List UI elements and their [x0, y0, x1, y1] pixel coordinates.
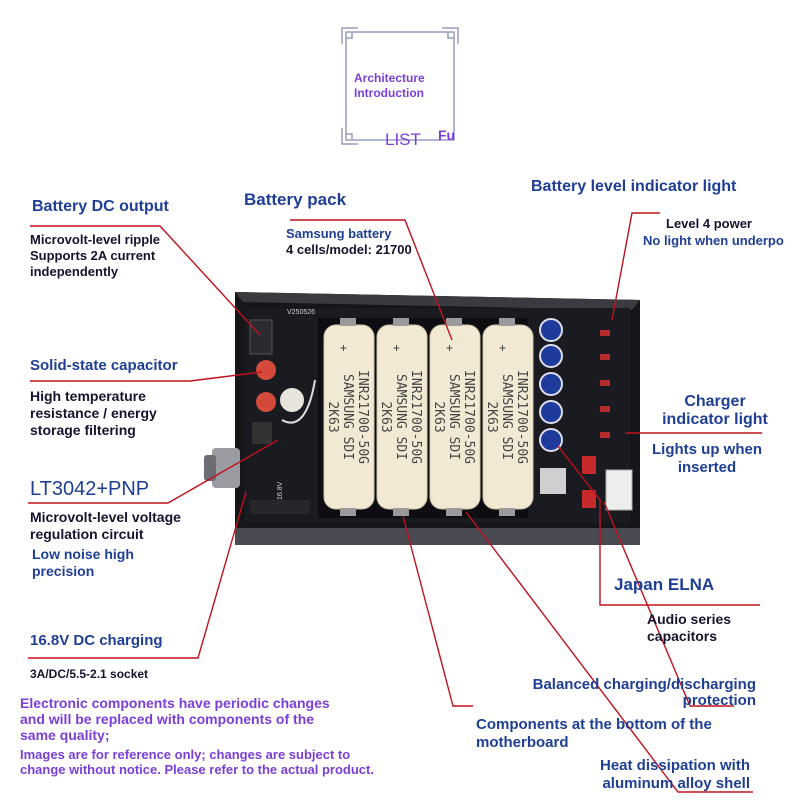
- fu-label: Fu: [438, 127, 456, 143]
- cell-label: INR21700-50G SAMSUNG SDI 2K63: [325, 370, 370, 464]
- charger-light-title: Charger indicator light: [655, 393, 775, 429]
- charger-light-line2: inserted: [677, 459, 737, 476]
- cell-code: 2K63: [484, 401, 499, 432]
- lt3042-line3: Low noise high: [32, 546, 134, 562]
- balanced-line1: Balanced charging/discharging: [532, 676, 756, 693]
- elna-title: Japan ELNA: [614, 575, 715, 594]
- pcb-voltage: 16.8V: [277, 481, 284, 500]
- dc-output-line3: independently: [30, 264, 119, 279]
- board-id: V250526: [287, 309, 315, 316]
- decorative-frame: [341, 27, 459, 145]
- charging-title: 16.8V DC charging: [30, 632, 163, 649]
- cell-label: INR21700-50G SAMSUNG SDI 2K63: [484, 370, 529, 464]
- notice-line1: Electronic components have periodic chan…: [20, 695, 330, 711]
- level-light-title: Battery level indicator light: [531, 178, 737, 195]
- output-switch: [582, 456, 596, 474]
- balanced-line2: protection: [682, 692, 756, 709]
- level-light-line1-text: Level 4 power: [666, 216, 752, 231]
- lt3042-line4: precision: [32, 563, 95, 579]
- architecture-title: Architecture Introduction: [354, 71, 425, 101]
- heat-line2: aluminum alloy shell: [602, 775, 750, 792]
- lt3042-precision: Low noise high precision: [32, 546, 134, 580]
- heat-line1: Heat dissipation with: [599, 757, 750, 774]
- cell-code: 2K63: [431, 401, 446, 432]
- svg-text:+: +: [499, 341, 506, 355]
- capacitor-line1: High temperature: [30, 388, 146, 404]
- charger-light-line1: Lights up when: [652, 441, 762, 458]
- lt3042-description: Microvolt-level voltage regulation circu…: [30, 509, 181, 543]
- cell-code: 2K63: [378, 401, 393, 432]
- capacitor-title: Solid-state capacitor: [30, 357, 178, 374]
- level-light-line1: Level 4 power: [666, 216, 752, 232]
- battery-cells: [318, 318, 534, 518]
- architecture-title-line1: Architecture: [354, 71, 425, 85]
- solid-capacitor: [256, 392, 276, 412]
- battery-pack-line1: Samsung battery: [286, 226, 392, 241]
- output-switch: [582, 490, 596, 508]
- bottom-components-line2: motherboard: [476, 734, 569, 751]
- elna-line1: Audio series: [647, 611, 732, 627]
- dc-output-connector: [249, 319, 273, 355]
- elna-capacitors: [539, 318, 563, 452]
- notice-line5: change without notice. Please refer to t…: [20, 762, 374, 777]
- charger-light-title-line2: indicator light: [662, 411, 768, 428]
- lt3042-line2: regulation circuit: [30, 526, 144, 542]
- charger-light-description: Lights up when inserted: [640, 441, 774, 477]
- notice-disclaimer: Images are for reference only; changes a…: [20, 747, 374, 777]
- cell-label: INR21700-50G SAMSUNG SDI 2K63: [431, 370, 476, 464]
- battery-pack-title: Battery pack: [244, 190, 347, 209]
- indicator-leds: [600, 330, 610, 438]
- dc-charging-socket: [212, 448, 240, 488]
- svg-text:+: +: [446, 341, 453, 355]
- dc-output-line2: Supports 2A current: [30, 248, 156, 263]
- notice-line4: Images are for reference only; changes a…: [20, 747, 351, 762]
- cell-model: INR21700-50G: [461, 370, 476, 464]
- capacitor-line3: storage filtering: [30, 422, 136, 438]
- elna-line2: capacitors: [647, 628, 718, 644]
- bottom-components-line1: Components at the bottom of the: [476, 716, 712, 733]
- capacitor-description: High temperature resistance / energy sto…: [30, 388, 157, 439]
- notice-line3: same quality;: [20, 727, 110, 743]
- lt3042-line1: Microvolt-level voltage: [30, 509, 181, 525]
- elna-description: Audio series capacitors: [647, 611, 731, 645]
- bottom-components: Components at the bottom of the motherbo…: [476, 716, 712, 752]
- svg-text:+: +: [340, 341, 347, 355]
- charging-socket: 3A/DC/5.5-2.1 socket: [30, 667, 149, 681]
- level-light-line2: No light when underpo: [643, 233, 784, 248]
- battery-pack-description: Samsung battery 4 cells/model: 21700: [286, 226, 412, 258]
- balanced-protection: Balanced charging/discharging protection: [506, 677, 756, 709]
- architecture-title-line2: Introduction: [354, 86, 424, 100]
- leader-lines: [28, 212, 762, 793]
- notice-line2: and will be replaced with components of …: [20, 711, 315, 727]
- solid-capacitor: [280, 388, 304, 412]
- solid-capacitor: [256, 360, 276, 380]
- cell-brand: SAMSUNG SDI: [499, 374, 514, 460]
- cell-brand: SAMSUNG SDI: [446, 374, 461, 460]
- charger-light-title-line1: Charger: [684, 393, 746, 410]
- battery-pack-line2: 4 cells/model: 21700: [286, 242, 412, 257]
- cell-model: INR21700-50G: [514, 370, 529, 464]
- svg-text:+: +: [393, 341, 400, 355]
- cell-model: INR21700-50G: [408, 370, 423, 464]
- heat-dissipation: Heat dissipation with aluminum alloy she…: [570, 757, 750, 793]
- cell-code: 2K63: [325, 401, 340, 432]
- cell-label: INR21700-50G SAMSUNG SDI 2K63: [378, 370, 423, 464]
- cell-brand: SAMSUNG SDI: [340, 374, 355, 460]
- cell-brand: SAMSUNG SDI: [393, 374, 408, 460]
- list-label: LIST: [385, 130, 421, 149]
- dc-output-description: Microvolt-level ripple Supports 2A curre…: [30, 232, 160, 280]
- cell-model: INR21700-50G: [355, 370, 370, 464]
- notice-components: Electronic components have periodic chan…: [20, 695, 330, 743]
- capacitor-line2: resistance / energy: [30, 405, 157, 421]
- dc-output-title: Battery DC output: [32, 198, 169, 215]
- lt3042-title: LT3042+PNP: [30, 478, 150, 500]
- dc-output-line1: Microvolt-level ripple: [30, 232, 161, 247]
